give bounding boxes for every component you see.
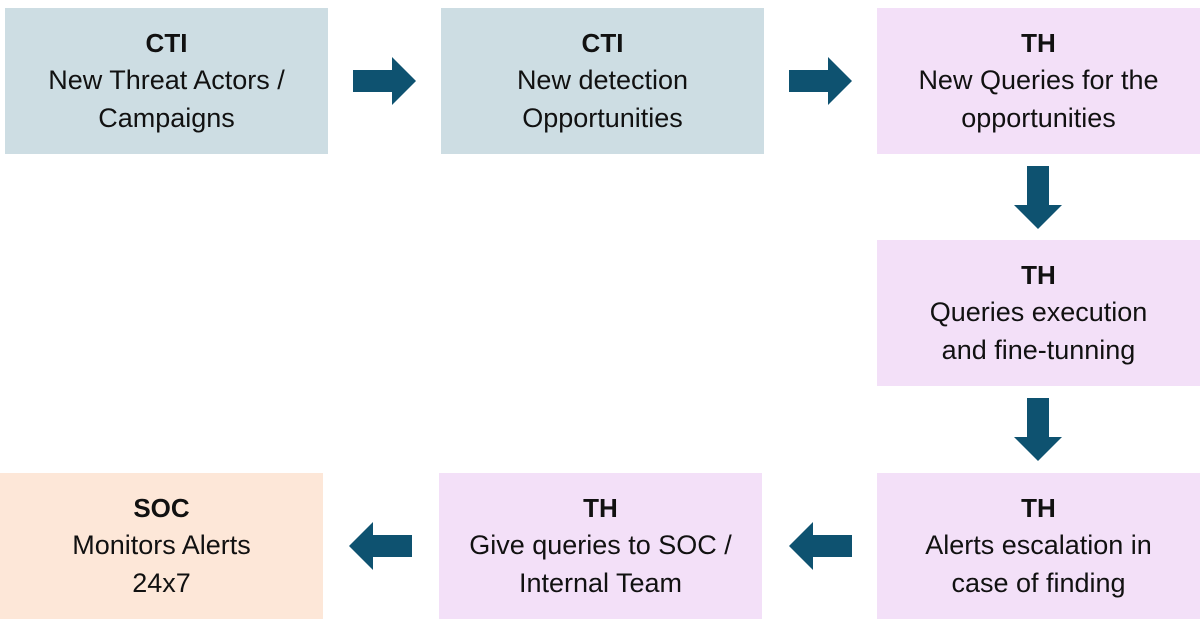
node-text-line: case of finding [951,568,1126,598]
node-text-line: 24x7 [132,568,191,598]
node-th-alerts-escalation: TH Alerts escalation in case of finding [877,473,1200,619]
node-th-new-queries: TH New Queries for the opportunities [877,8,1200,154]
left-arrow-icon [349,522,412,570]
down-arrow-icon [1014,398,1062,461]
node-team-label: CTI [581,28,624,58]
node-team-label: TH [1021,28,1056,58]
node-text-line: Internal Team [518,568,683,598]
left-arrow-icon [789,522,852,570]
down-arrow-icon [1014,166,1062,229]
node-team-label: SOC [133,493,190,523]
node-text-line: Monitors Alerts [72,530,251,560]
node-cti-threat-actors: CTI New Threat Actors / Campaigns [5,8,328,154]
node-text-line: New Queries for the [918,65,1159,95]
node-cti-detection-opportunities: CTI New detection Opportunities [441,8,764,154]
node-text-line: Give queries to SOC / [469,530,732,560]
node-team-label: TH [1021,493,1056,523]
node-text-line: Queries execution [929,297,1148,327]
node-th-queries-execution: TH Queries execution and fine-tunning [877,240,1200,386]
node-text-line: Opportunities [522,103,683,133]
right-arrow-icon [789,57,852,105]
right-arrow-icon [353,57,416,105]
node-th-give-queries: TH Give queries to SOC / Internal Team [439,473,762,619]
node-text-line: and fine-tunning [941,335,1136,365]
node-text-line: Alerts escalation in [925,530,1152,560]
node-team-label: TH [583,493,618,523]
node-text-line: opportunities [961,103,1116,133]
node-text-line: New detection [516,65,689,95]
node-team-label: CTI [145,28,188,58]
node-team-label: TH [1021,260,1056,290]
node-text-line: Campaigns [98,103,235,133]
node-text-line: New Threat Actors / [48,65,285,95]
node-soc-monitors-alerts: SOC Monitors Alerts 24x7 [0,473,323,619]
